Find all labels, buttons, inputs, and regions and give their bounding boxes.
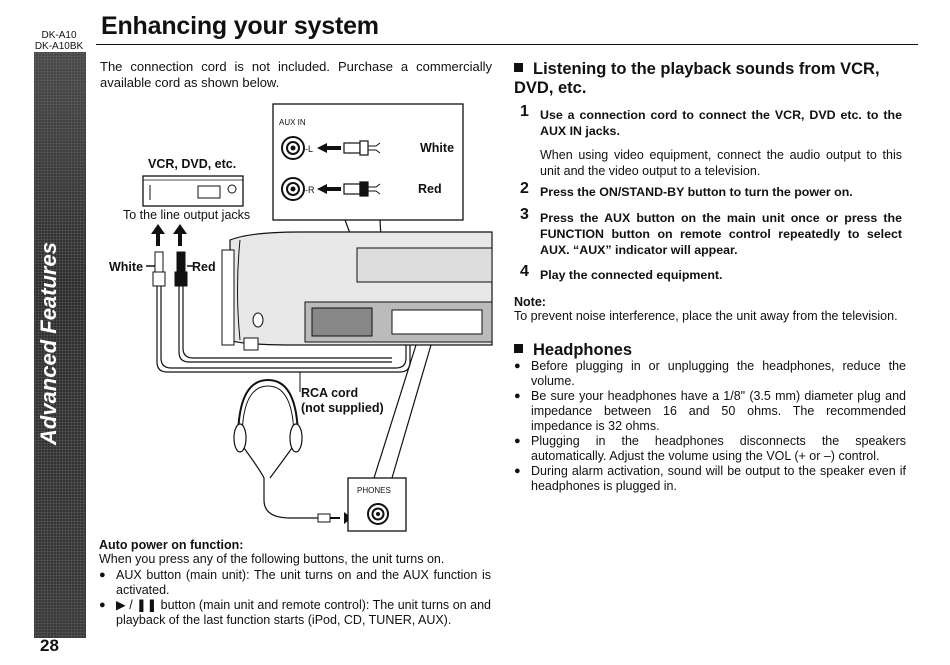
intro-text: The connection cord is not included. Pur… (100, 59, 492, 90)
section-bullet-icon (514, 344, 523, 353)
step-2: 2 Press the ON/STAND-BY button to turn t… (520, 180, 902, 200)
model-number: DK-A10 DK-A10BK (33, 30, 85, 52)
auto-power-text: When you press any of the following butt… (99, 552, 445, 566)
auto-power-list: AUX button (main unit): The unit turns o… (99, 568, 491, 628)
list-item: Before plugging in or unplugging the hea… (514, 359, 906, 389)
red-plug-label: Red (192, 260, 216, 274)
page-number: 28 (40, 636, 59, 655)
headphones-heading-text: Headphones (533, 341, 633, 359)
auto-power-heading: Auto power on function: (99, 538, 244, 552)
white-plug-icon (343, 140, 381, 156)
list-item: AUX button (main unit): The unit turns o… (99, 568, 491, 598)
page-title: Enhancing your system (101, 12, 379, 40)
section-tab (34, 52, 86, 638)
red-plug-icon (343, 181, 381, 197)
note-heading: Note: (514, 295, 546, 309)
step-4: 4 Play the connected equipment. (520, 263, 902, 283)
aux-jack-right-icon (281, 177, 305, 201)
step-detail: When using video equipment, connect the … (540, 148, 902, 178)
list-item: ▶ / ❚❚ button (main unit and remote cont… (99, 598, 491, 628)
rca-cord-note: (not supplied) (301, 401, 384, 415)
step-number: 4 (520, 263, 529, 280)
step-3: 3 Press the AUX button on the main unit … (520, 206, 902, 258)
aux-in-label: AUX IN (279, 118, 306, 127)
phones-jack-icon (367, 503, 389, 525)
headphones-section-heading: Headphones (514, 341, 632, 360)
rca-cord-label: RCA cord (301, 386, 359, 400)
playback-section-heading: Listening to the playback sounds from VC… (514, 60, 904, 98)
phones-label: PHONES (357, 486, 391, 495)
red-cable-label: Red (418, 182, 442, 196)
section-bullet-icon (514, 63, 523, 72)
step-title: Press the ON/STAND-BY button to turn the… (540, 185, 853, 199)
step-number: 2 (520, 180, 529, 197)
step-title: Play the connected equipment. (540, 268, 723, 282)
headphones-list: Before plugging in or unplugging the hea… (514, 359, 906, 494)
step-number: 1 (520, 103, 529, 120)
white-cable-label: White (420, 141, 455, 155)
main-unit-icon (221, 231, 493, 351)
white-plug-label: White (109, 260, 144, 274)
step-title: Press the AUX button on the main unit on… (540, 211, 902, 257)
list-item: Be sure your headphones have a 1/8" (3.5… (514, 389, 906, 434)
model-number-line2: DK-A10BK (34, 41, 84, 52)
step-title: Use a connection cord to connect the VCR… (540, 108, 902, 138)
model-number-line1: DK-A10 (41, 30, 77, 41)
title-rule (96, 44, 918, 45)
aux-jack-left-icon (281, 136, 305, 160)
right-channel-mark: -R (305, 185, 315, 195)
step-1: 1 Use a connection cord to connect the V… (520, 103, 902, 179)
aux-in-callout-box (272, 103, 464, 221)
device-label: VCR, DVD, etc. (148, 157, 237, 171)
list-item: Plugging in the headphones disconnects t… (514, 434, 906, 464)
left-channel-mark: -L (305, 144, 314, 154)
vcr-device-icon (142, 175, 244, 207)
headphones-icon (233, 378, 318, 519)
playback-heading-text: Listening to the playback sounds from VC… (514, 60, 880, 97)
step-number: 3 (520, 206, 529, 223)
list-item: During alarm activation, sound will be o… (514, 464, 906, 494)
note-text: To prevent noise interference, place the… (514, 309, 898, 323)
line-output-label: To the line output jacks (123, 208, 251, 222)
